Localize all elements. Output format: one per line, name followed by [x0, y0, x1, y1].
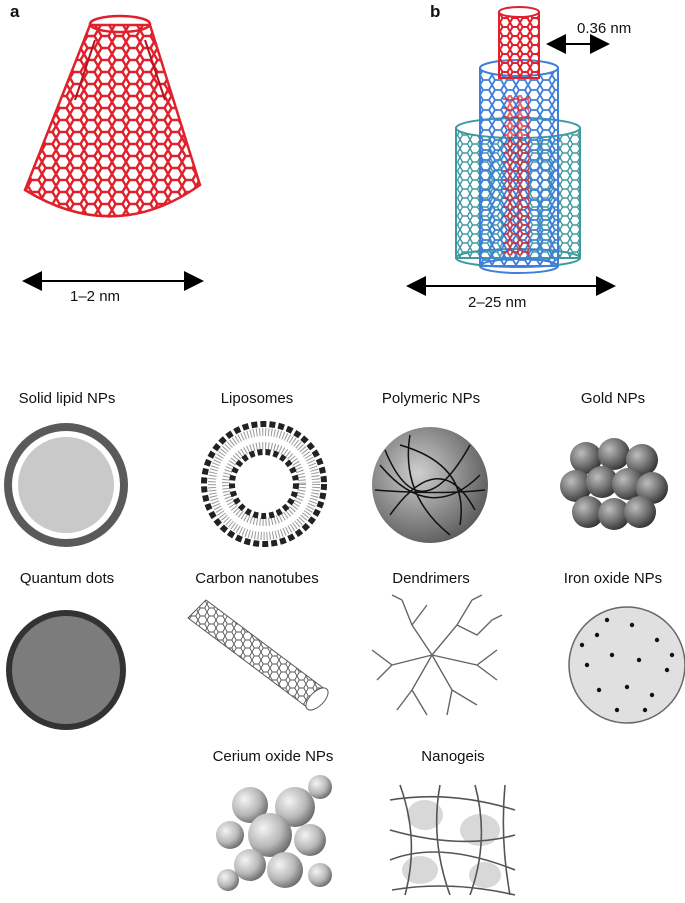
mwcnt-tube: [455, 6, 581, 274]
liposome-icon: [201, 421, 327, 547]
nanogel-icon: [389, 784, 516, 896]
label-gold-nps: Gold NPs: [580, 390, 646, 407]
label-dendrimers: Dendrimers: [392, 570, 470, 587]
quantum-dot-icon: [6, 610, 126, 730]
label-cerium-oxide-nps: Cerium oxide NPs: [212, 748, 334, 765]
label-polymeric-nps: Polymeric NPs: [381, 390, 481, 407]
carbon-nanotube-icon: [187, 599, 329, 711]
gold-np-icon: [560, 438, 668, 530]
label-solid-lipid-nps: Solid lipid NPs: [18, 390, 116, 407]
label-quantum-dots: Quantum dots: [19, 570, 115, 587]
label-nanogels: Nanogeis: [421, 748, 485, 765]
label-carbon-nanotubes: Carbon nanotubes: [195, 570, 319, 587]
label-liposomes: Liposomes: [220, 390, 294, 407]
label-iron-oxide-nps: Iron oxide NPs: [563, 570, 663, 587]
panel-b-letter: b: [430, 2, 441, 21]
dendrimer-icon: [371, 594, 503, 716]
polymeric-np-icon: [372, 427, 488, 543]
panel-a-diameter-label: 1–2 nm: [70, 288, 121, 305]
iron-oxide-np-icon: [568, 606, 685, 724]
cerium-oxide-np-icon: [216, 775, 332, 891]
panel-b-diameter-label: 2–25 nm: [468, 294, 527, 311]
panel-a-letter: a: [10, 2, 20, 21]
panel-b-spacing-label: 0.36 nm: [577, 20, 632, 37]
solid-lipid-np-icon: [4, 423, 128, 547]
swcnt-tube: [23, 14, 202, 218]
